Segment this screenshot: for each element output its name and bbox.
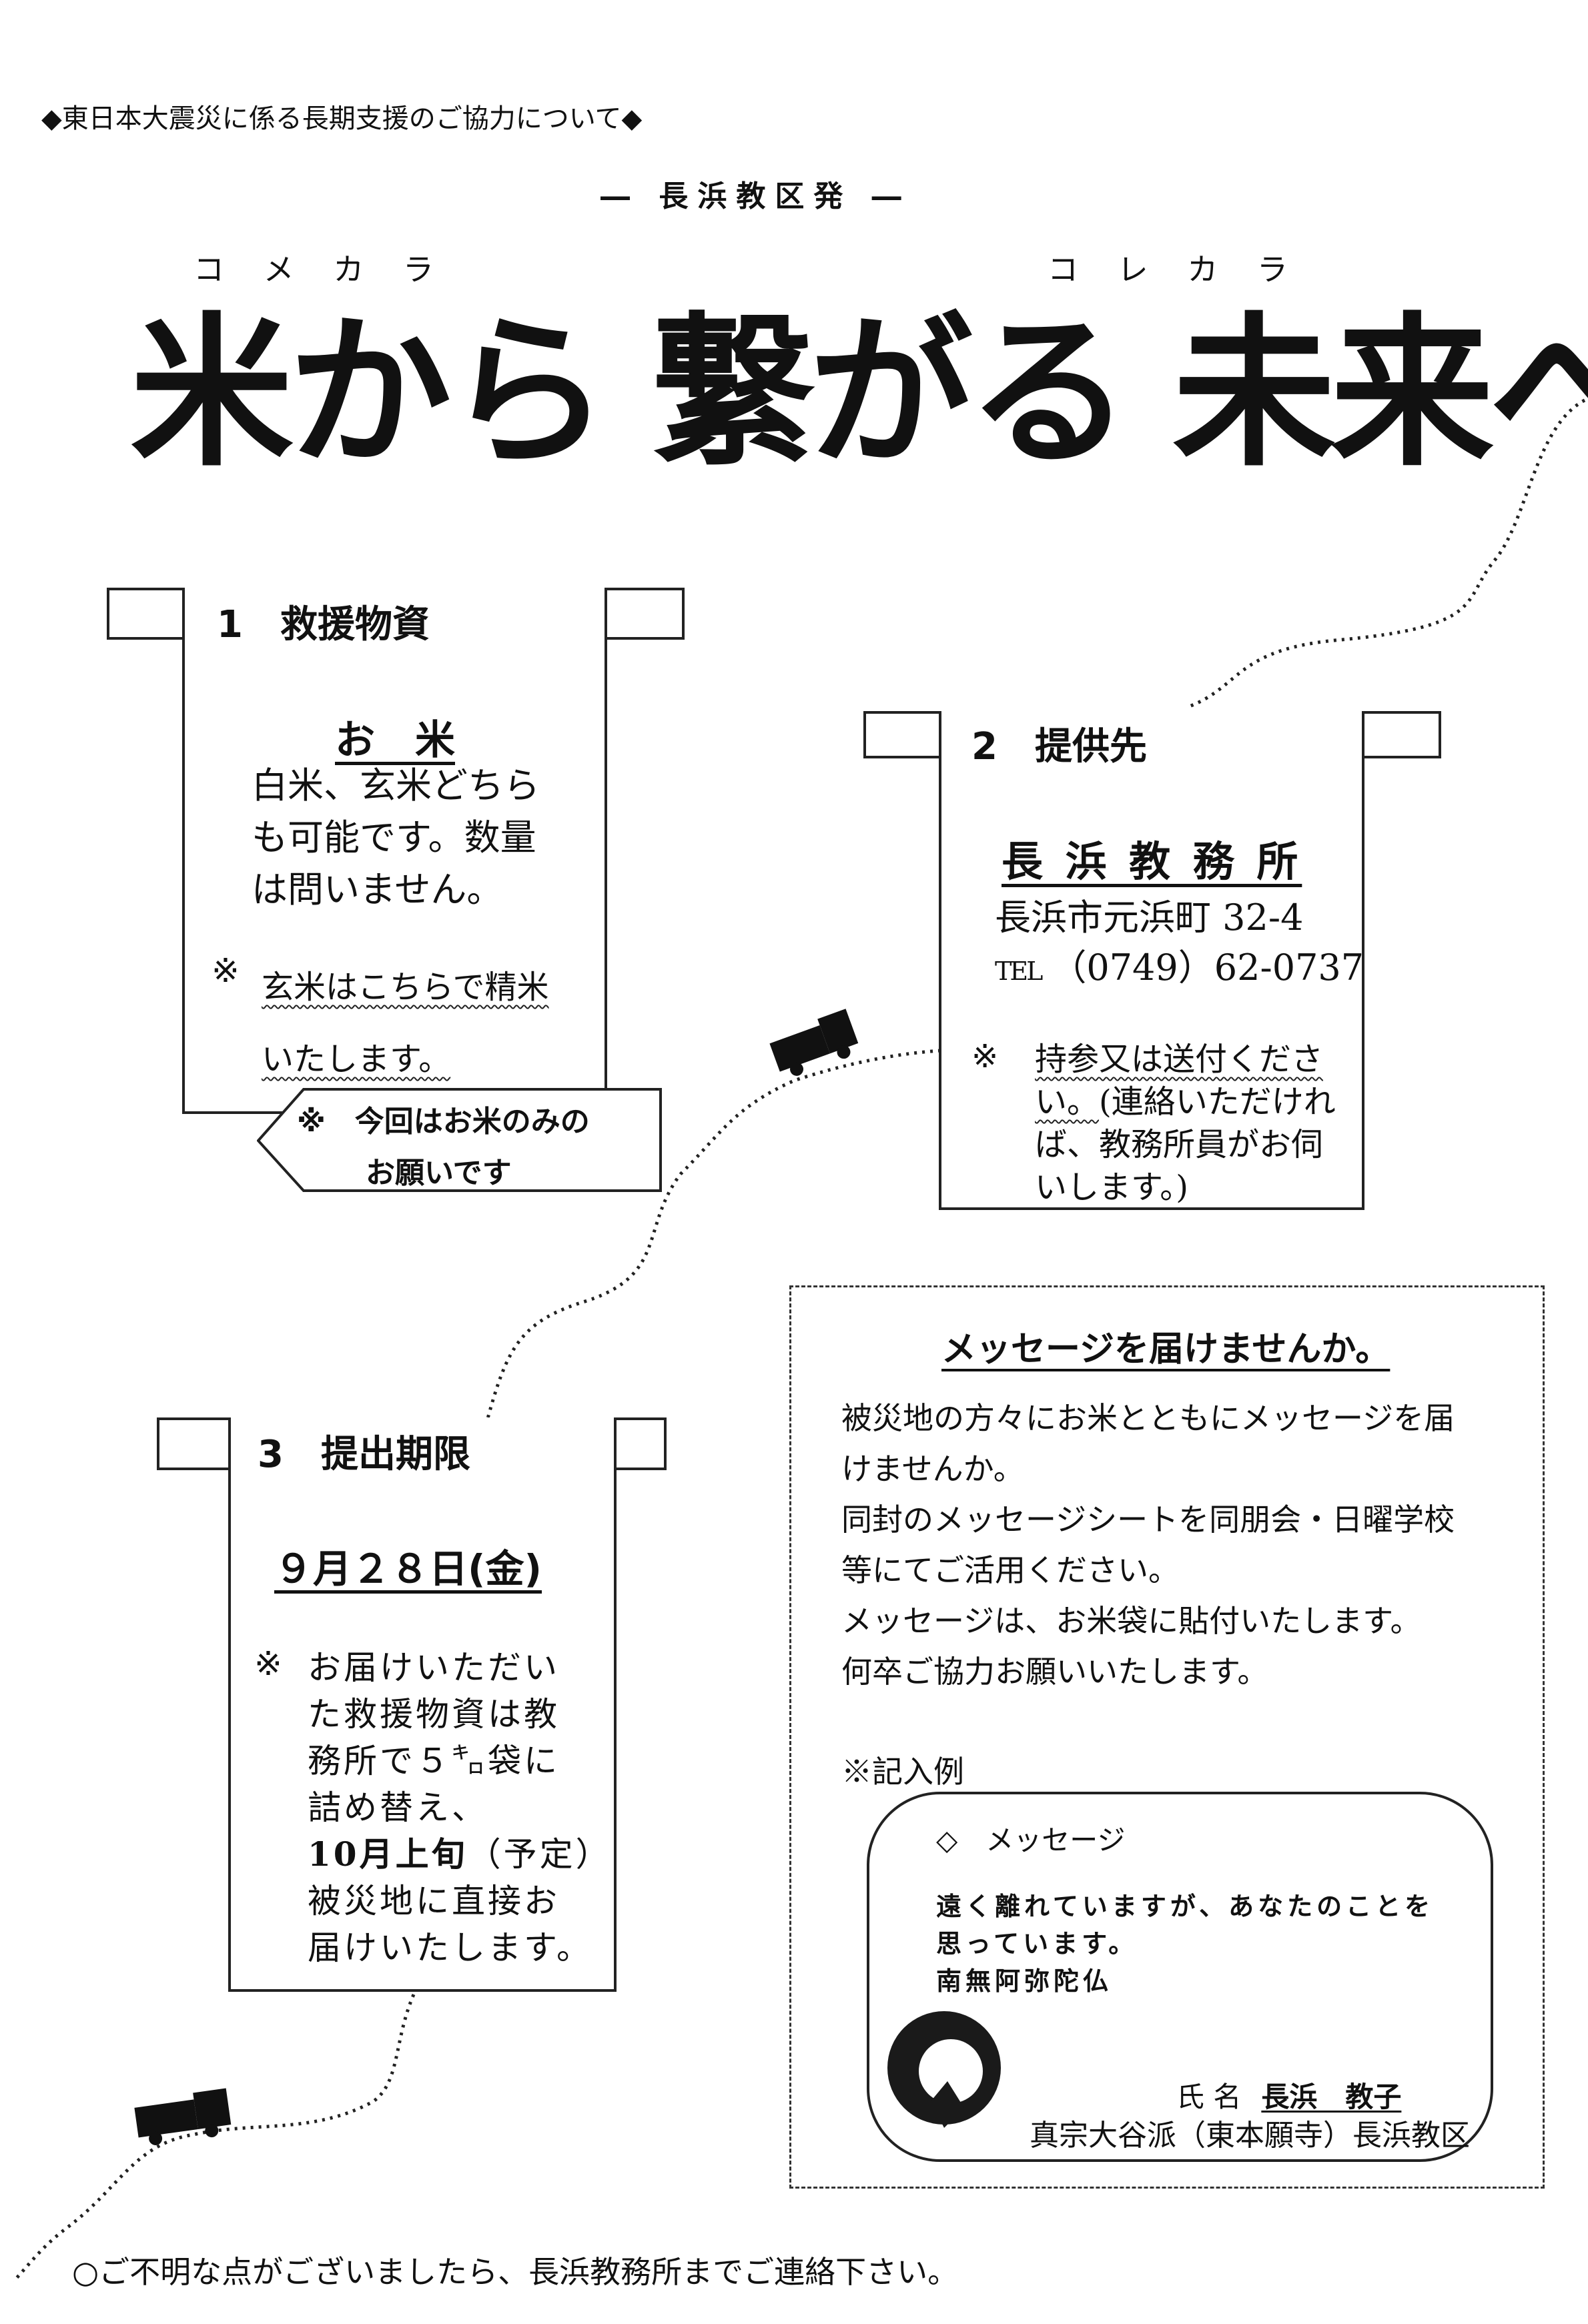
section1-note-line: いたします。	[262, 1041, 451, 1078]
section3-note-line: 務所で５㌔袋に	[308, 1742, 560, 1780]
note-rest: (連絡いただけれ	[1099, 1083, 1336, 1121]
section3-note-mark: ※	[254, 1644, 282, 1683]
card-title: ◇ メッセージ	[936, 1824, 1126, 1856]
title-ruby-right: コ レ カ ラ	[1048, 251, 1302, 287]
section1-note-line: 玄米はこちらで精米	[262, 969, 549, 1006]
section2-panel: 2 提供先 長 浜 教 務 所 長浜市元浜町 32-4 TEL（0749）62-…	[939, 711, 1364, 1210]
message-body-line: 被災地の方々にお米とともにメッセージを届	[841, 1400, 1455, 1436]
schedule-date: 10月上旬	[308, 1834, 468, 1874]
message-body-line: けませんか。	[841, 1451, 1024, 1487]
section2-note-line: いします。)	[1035, 1169, 1188, 1206]
card-organization: 真宗大谷派（東本願寺）長浜教区	[1030, 2119, 1470, 2153]
header-notice: ◆東日本大震災に係る長期支援のご協力について◆	[41, 103, 643, 134]
section3-note-line: 被災地に直接お	[308, 1882, 560, 1920]
section1-body: 白米、玄米どちら も可能です。数量 は問いません。	[252, 760, 540, 916]
section1-body-line: 白米、玄米どちら	[252, 764, 540, 806]
section1-callout-shape	[257, 1088, 662, 1192]
section3-note: お届けいただい た救援物資は教 務所で５㌔袋に 詰め替え、 10月上旬（予定） …	[308, 1644, 612, 1971]
message-body-line: 同封のメッセージシートを同朋会・日曜学校	[841, 1502, 1455, 1538]
name-label: 氏 名	[1176, 2081, 1242, 2113]
section2-note-line: い。(連絡いただけれ	[1035, 1081, 1336, 1123]
title-part-1: 米から	[130, 298, 610, 488]
dotted-route-lower	[12, 1994, 416, 2283]
section1-callout-line1: ※ 今回はお米のみの	[297, 1105, 590, 1139]
section1-heading: 1 救援物資	[217, 603, 430, 646]
card-message-line: 南無阿弥陀仏	[936, 1966, 1113, 1996]
title-part-3: 未来へ	[1172, 298, 1588, 488]
section3-note-line: 詰め替え、	[308, 1788, 488, 1827]
section1-callout-line2: お願いです	[366, 1156, 512, 1190]
message-body-line: 何卒ご協力お願いいたします。	[841, 1654, 1268, 1690]
section3-note-line: 届けいたします。	[308, 1928, 592, 1967]
section2-heading: 2 提供先	[971, 725, 1147, 768]
message-heading: メッセージを届けませんか。	[941, 1329, 1391, 1369]
page-title: 米から繋がる未来へ	[130, 294, 1588, 494]
section1-panel: 1 救援物資 お 米 白米、玄米どちら も可能です。数量 は問いません。 ※ 玄…	[182, 588, 607, 1114]
tel-number: （0749）62-0737	[1050, 947, 1364, 989]
example-label: ※記入例	[841, 1754, 964, 1790]
message-body-line: メッセージは、お米袋に貼付いたします。	[841, 1603, 1421, 1639]
truck-icon	[134, 2088, 232, 2145]
tel-label: TEL	[995, 957, 1043, 986]
issuer-label: ― 長浜教区発 ―	[601, 179, 911, 213]
section3-note-line: た救援物資は教	[308, 1695, 560, 1734]
name-value: 長浜 教子	[1261, 2081, 1402, 2113]
section3-heading: 3 提出期限	[258, 1433, 470, 1476]
dotted-route-upper	[1187, 398, 1586, 709]
note-underlined: い。	[1035, 1083, 1100, 1121]
section3-deadline: ９月２８日(金)	[274, 1546, 542, 1592]
card-message-line: 遠く離れていますが、あなたのことを	[936, 1891, 1435, 1921]
section3-note-line: お届けいただい	[308, 1648, 560, 1687]
logo-emblem	[887, 2011, 1001, 2128]
section1-item: お 米	[335, 717, 455, 764]
card-message: 遠く離れていますが、あなたのことを 思っています。 南無阿弥陀仏	[936, 1888, 1434, 2000]
footer-contact-note: ○ご不明な点がございましたら、長浜教務所までご連絡下さい。	[72, 2254, 959, 2290]
section1-note-mark: ※	[212, 951, 240, 990]
card-message-line: 思っています。	[936, 1928, 1138, 1958]
section2-note-mark: ※	[971, 1038, 999, 1075]
section1-note: 玄米はこちらで精米 いたします。	[262, 951, 549, 1095]
section1-body-line: も可能です。数量	[252, 816, 536, 858]
title-part-2: 繋がる	[651, 298, 1131, 488]
section3-schedule: 10月上旬（予定）	[308, 1831, 612, 1878]
section3-panel: 3 提出期限 ９月２８日(金) ※ お届けいただい た救援物資は教 務所で５㌔袋…	[228, 1417, 617, 1992]
card-name-row: 氏 名長浜 教子	[1176, 2075, 1401, 2115]
section2-note-line: ば、教務所員がお伺	[1035, 1126, 1324, 1163]
message-body: 被災地の方々にお米とともにメッセージを届 けませんか。 同封のメッセージシートを…	[841, 1393, 1455, 1697]
schedule-tentative: （予定）	[467, 1835, 612, 1874]
section2-name: 長 浜 教 務 所	[1002, 837, 1302, 886]
title-ruby-left: コ メ カ ラ	[193, 251, 448, 287]
truck-icon	[769, 1009, 859, 1076]
section1-body-line: は問いません。	[252, 868, 503, 911]
section2-note: 持参又は送付くださ い。(連絡いただけれ ば、教務所員がお伺 いします。)	[1035, 1038, 1336, 1209]
example-message-card: ◇ メッセージ 遠く離れていますが、あなたのことを 思っています。 南無阿弥陀仏…	[867, 1792, 1493, 2162]
message-body-line: 等にてご活用ください。	[841, 1552, 1179, 1588]
section2-note-line: 持参又は送付くださ	[1035, 1041, 1324, 1078]
section2-address: 長浜市元浜町 32-4	[995, 897, 1304, 939]
message-panel: メッセージを届けませんか。 被災地の方々にお米とともにメッセージを届 けませんか…	[789, 1285, 1545, 2189]
section2-tel-row: TEL（0749）62-0737	[995, 938, 1364, 991]
